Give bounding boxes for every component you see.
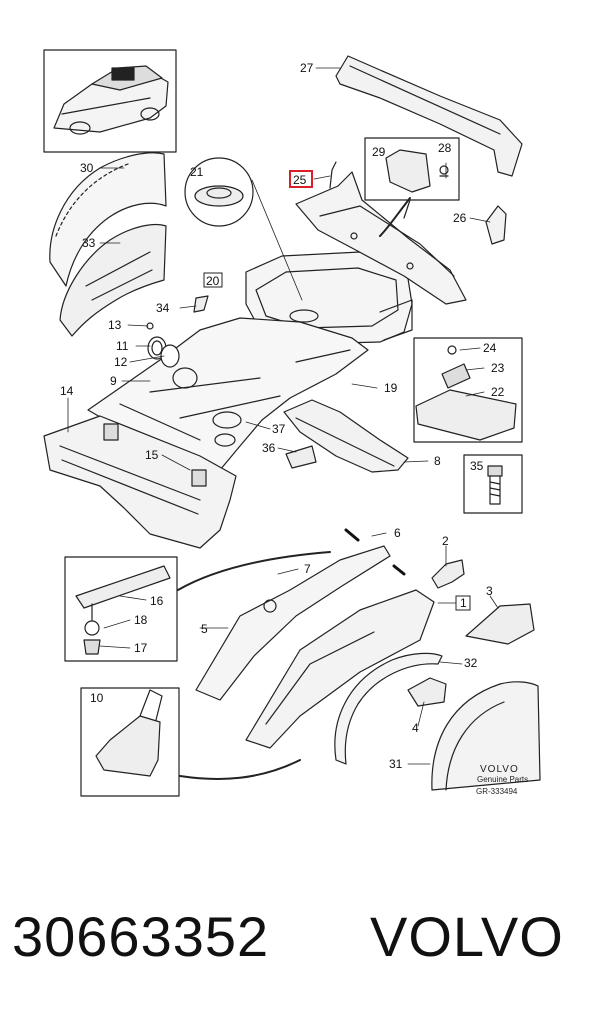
genuine-parts-text: Genuine Parts: [477, 775, 528, 784]
callout-3: 3: [486, 584, 493, 598]
parts-diagram: 27 30 21 25 29 28 26 33 20 34 13 11 12 9…: [43, 49, 541, 797]
callout-20: 20: [206, 274, 220, 288]
callout-22: 22: [491, 385, 505, 399]
drawing-reference: GR-333494: [476, 787, 518, 796]
callout-37: 37: [272, 422, 286, 436]
brand-mark: VOLVO: [480, 764, 519, 775]
callout-box-20: [203, 272, 223, 288]
fastener-inset: [64, 556, 178, 662]
callout-2: 2: [442, 534, 449, 548]
direction-arrows: [344, 528, 406, 576]
callout-6: 6: [394, 526, 401, 540]
callout-box-25-highlight: [289, 170, 313, 188]
bracket-inset: [364, 137, 460, 219]
callout-29: 29: [372, 145, 386, 159]
callout-23: 23: [491, 361, 505, 375]
callout-31: 31: [389, 757, 403, 771]
callout-24: 24: [483, 341, 497, 355]
callout-28: 28: [438, 141, 452, 155]
wheelhouse-panels-left: [49, 152, 167, 337]
bracket-3: [465, 603, 535, 645]
grommets: [146, 295, 209, 368]
floor-crossmember: [43, 415, 237, 549]
callout-15: 15: [145, 448, 159, 462]
side-members: [195, 545, 435, 749]
callout-8: 8: [434, 454, 441, 468]
callout-13: 13: [108, 318, 122, 332]
spare-wheel-cover: [184, 157, 254, 227]
side-bracket: [485, 205, 507, 245]
leader-curves: [177, 197, 411, 780]
bracket-2: [431, 559, 465, 589]
bracket-inset-10: [80, 687, 180, 797]
callout-27: 27: [300, 61, 314, 75]
callout-25: 25: [293, 173, 307, 187]
cross-member-rear: [283, 399, 409, 473]
callout-36: 36: [262, 441, 276, 455]
callout-11: 11: [116, 339, 129, 353]
callout-35: 35: [470, 459, 484, 473]
callout-7: 7: [304, 562, 311, 576]
callout-18: 18: [134, 613, 148, 627]
callout-5: 5: [201, 622, 208, 636]
callout-9: 9: [110, 374, 117, 388]
callout-30: 30: [80, 161, 94, 175]
callout-16: 16: [150, 594, 164, 608]
part-number: 30663352: [12, 905, 270, 968]
callout-1: 1: [460, 596, 467, 610]
bolt-inset: [463, 454, 523, 514]
callout-leaders: [67, 67, 499, 765]
rear-upper-rail: [335, 55, 523, 177]
caption-bar: 30663352 VOLVO: [0, 880, 600, 1000]
brand-name: VOLVO: [370, 905, 564, 968]
callout-26: 26: [453, 211, 467, 225]
wheel-arch-liners: [334, 652, 541, 791]
callout-14: 14: [60, 384, 74, 398]
callout-33: 33: [82, 236, 96, 250]
callout-10: 10: [90, 691, 104, 705]
callout-19: 19: [384, 381, 398, 395]
car-overview-inset: [43, 49, 177, 153]
callout-34: 34: [156, 301, 170, 315]
callout-12: 12: [114, 355, 128, 369]
tray-inset: [413, 337, 523, 443]
callout-box-1: [455, 595, 471, 611]
callout-32: 32: [464, 656, 478, 670]
callout-21: 21: [190, 165, 204, 179]
callout-17: 17: [134, 641, 148, 655]
callout-4: 4: [412, 721, 419, 735]
